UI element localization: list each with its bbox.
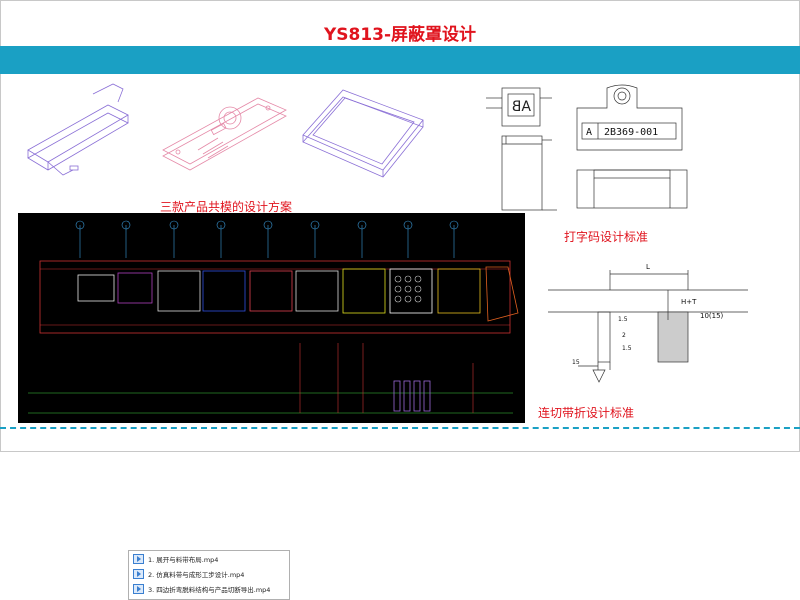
pin-grid (394, 275, 422, 303)
video-item-label: 2. 仿真料带与成形工步设计.mp4 (148, 570, 245, 579)
marking-plan-view (576, 169, 688, 209)
video-item[interactable]: 1. 展开与料带布局.mp4 (129, 551, 289, 566)
video-item[interactable]: 2. 仿真料带与成形工步设计.mp4 (129, 566, 289, 581)
caption-cut-bend: 连切带折设计标准 (538, 406, 635, 420)
cut-bend-drawing: L H+T 10(15) 1.5 2 1.5 15 (548, 263, 748, 383)
cad-canvas (28, 220, 519, 414)
model-2-wireframe (162, 97, 287, 171)
ab-mark-text: AB (512, 99, 531, 115)
dim-1-5: 1.5 (618, 316, 628, 323)
model-1-wireframe (27, 83, 129, 176)
code-prefix-text: A (586, 127, 592, 138)
slide-title: YS813-屏蔽罩设计 (323, 25, 477, 45)
video-list-panel: 1. 展开与料带布局.mp4 2. 仿真料带与成形工步设计.mp4 3. 四边折… (128, 550, 290, 600)
dim-1-5b: 1.5 (622, 345, 632, 352)
station-parts (77, 266, 519, 322)
video-item-label: 1. 展开与料带布局.mp4 (148, 555, 219, 564)
section-view (501, 135, 543, 211)
video-file-icon (133, 568, 144, 579)
marking-tag-outline (576, 84, 683, 151)
model-3-wireframe (302, 89, 424, 178)
video-item-label: 3. 四边折弯脱料结构与产品切断导出.mp4 (148, 585, 271, 594)
stripper-pins (393, 380, 431, 412)
elevation-lines (28, 392, 513, 414)
shield-models-3d (27, 83, 424, 178)
caption-three-products: 三款产品共模的设计方案 (160, 200, 293, 214)
dim-2: 2 (622, 332, 626, 339)
header-bar (0, 46, 800, 74)
strip-boundary (39, 260, 511, 334)
video-file-icon (133, 583, 144, 594)
caption-marking: 打字码设计标准 (564, 230, 649, 244)
dim-15: 15 (572, 359, 580, 366)
marking-drawings: AB A 2B369-001 (486, 84, 688, 211)
cad-strip-layout: 1. 展开与料带布局.mp4 2. 仿真料带与成形工步设计.mp4 3. 四边折… (18, 213, 525, 600)
bottom-divider (0, 427, 800, 429)
ab-side-view (501, 87, 541, 127)
video-item[interactable]: 3. 四边折弯脱料结构与产品切断导出.mp4 (129, 581, 289, 596)
dim-HT: H+T (681, 298, 697, 306)
code-text: 2B369-001 (604, 127, 658, 138)
station-markers (75, 220, 459, 258)
dim-L: L (646, 263, 650, 271)
dim-10-15: 10(15) (700, 312, 724, 320)
video-file-icon (133, 553, 144, 564)
